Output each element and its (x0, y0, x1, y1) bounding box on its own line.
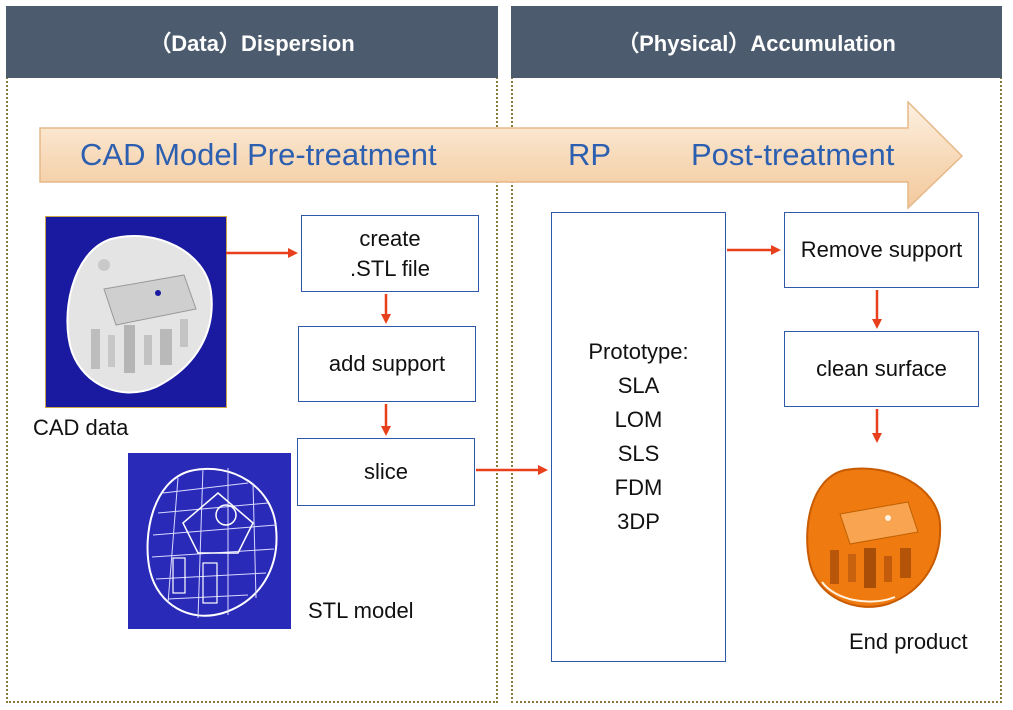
prototype-method-3dp: 3DP (617, 509, 660, 534)
create-stl-line2: .STL file (350, 255, 430, 281)
process-arrow-banner (36, 100, 966, 212)
end-product-image (800, 462, 945, 612)
cad-data-caption: CAD data (33, 415, 129, 440)
accumulation-title: （Physical）Accumulation (617, 31, 896, 56)
create-stl-box: create .STL file (301, 215, 479, 292)
slice-label: slice (363, 459, 408, 485)
stage-cad-pretreatment: CAD Model Pre-treatment (80, 137, 437, 172)
clean-surface-box: clean surface (784, 331, 979, 407)
stl-model-image (128, 453, 291, 629)
remove-support-label: Remove support (800, 237, 963, 263)
stage-post-treatment: Post-treatment (691, 137, 895, 172)
prototype-method-fdm: FDM (614, 475, 663, 500)
dispersion-header: （Data）Dispersion (6, 6, 498, 78)
add-support-label: add support (328, 351, 446, 377)
prototype-method-sls: SLS (617, 441, 660, 466)
prototype-title: Prototype: (588, 339, 689, 364)
remove-support-box: Remove support (784, 212, 979, 288)
stl-model-caption: STL model (308, 598, 414, 623)
accumulation-header: （Physical）Accumulation (511, 6, 1002, 78)
slice-box: slice (297, 438, 475, 506)
prototype-box: Prototype: SLA LOM SLS FDM 3DP (551, 212, 726, 662)
end-product-caption: End product (849, 629, 968, 654)
cad-data-image (45, 216, 227, 408)
prototype-method-lom: LOM (614, 407, 663, 432)
clean-surface-label: clean surface (816, 356, 947, 382)
add-support-box: add support (298, 326, 476, 402)
dispersion-title: （Data）Dispersion (149, 31, 355, 56)
process-arrow-shape (39, 100, 964, 210)
prototype-method-sla: SLA (617, 373, 660, 398)
create-stl-line1: create (359, 225, 421, 251)
stage-rp: RP (568, 137, 612, 172)
